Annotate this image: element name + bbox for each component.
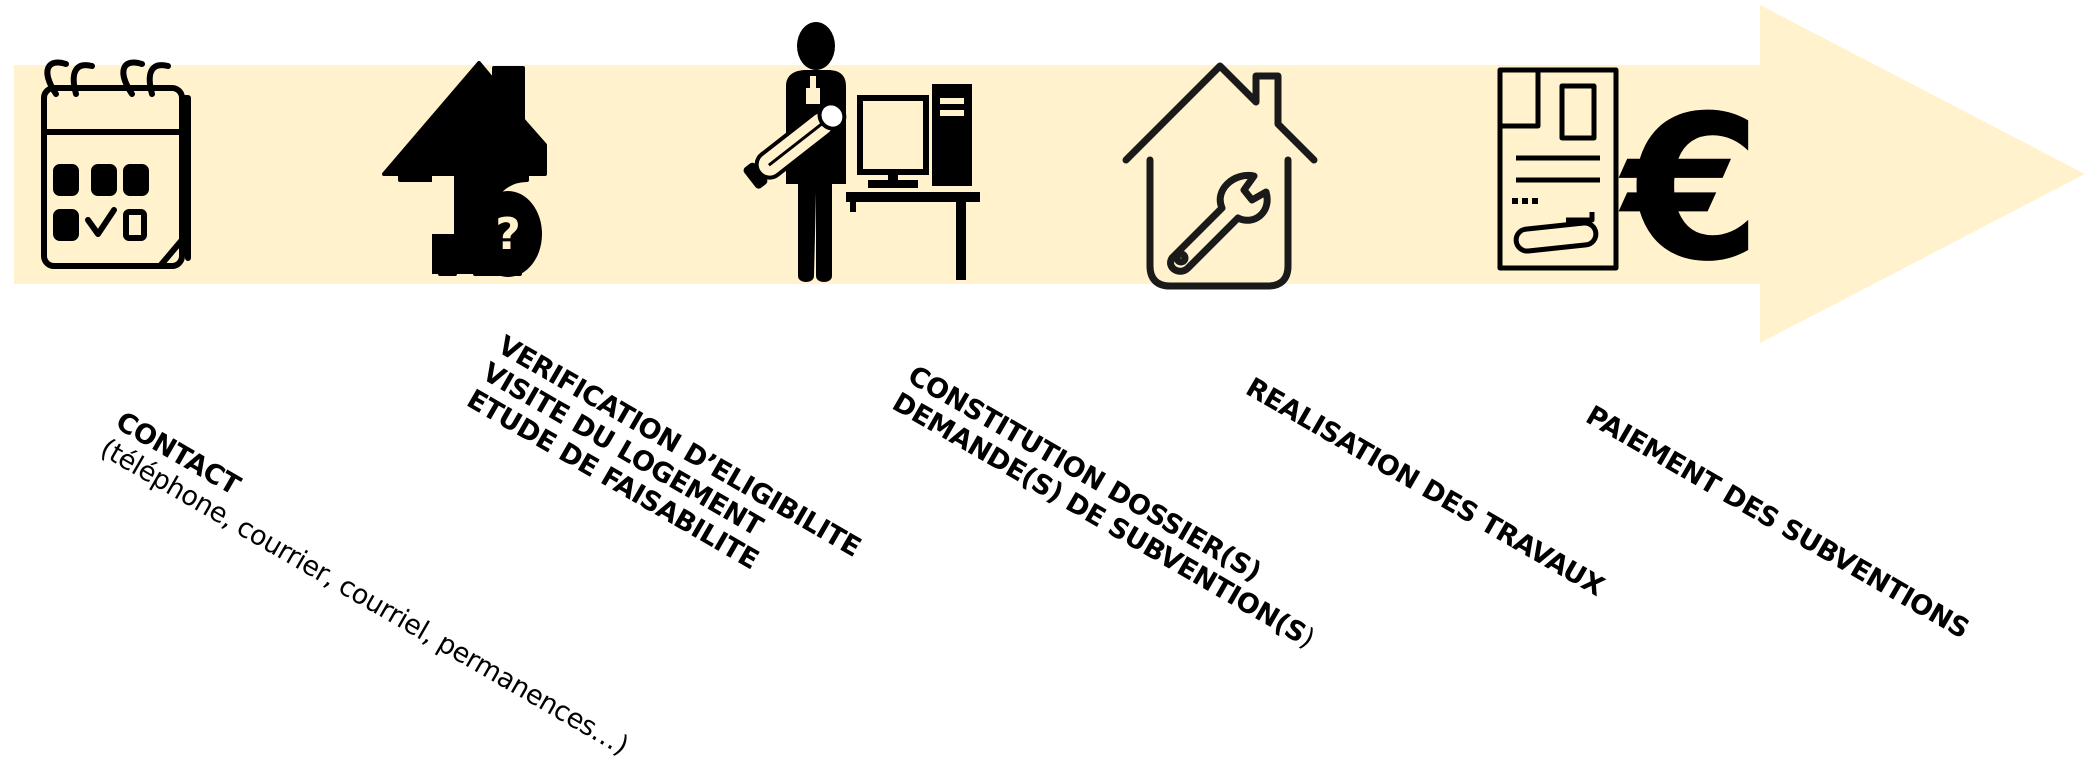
svg-text:€: € xyxy=(1618,73,1761,306)
calendar-icon xyxy=(41,59,191,269)
house-wrench-icon xyxy=(1122,62,1318,290)
house-question-icon: ? xyxy=(382,61,547,277)
person-computer-icon xyxy=(743,22,980,282)
document-euro-icon: € xyxy=(1497,67,1762,306)
process-arrow xyxy=(14,5,2085,343)
svg-text:?: ? xyxy=(495,209,521,260)
